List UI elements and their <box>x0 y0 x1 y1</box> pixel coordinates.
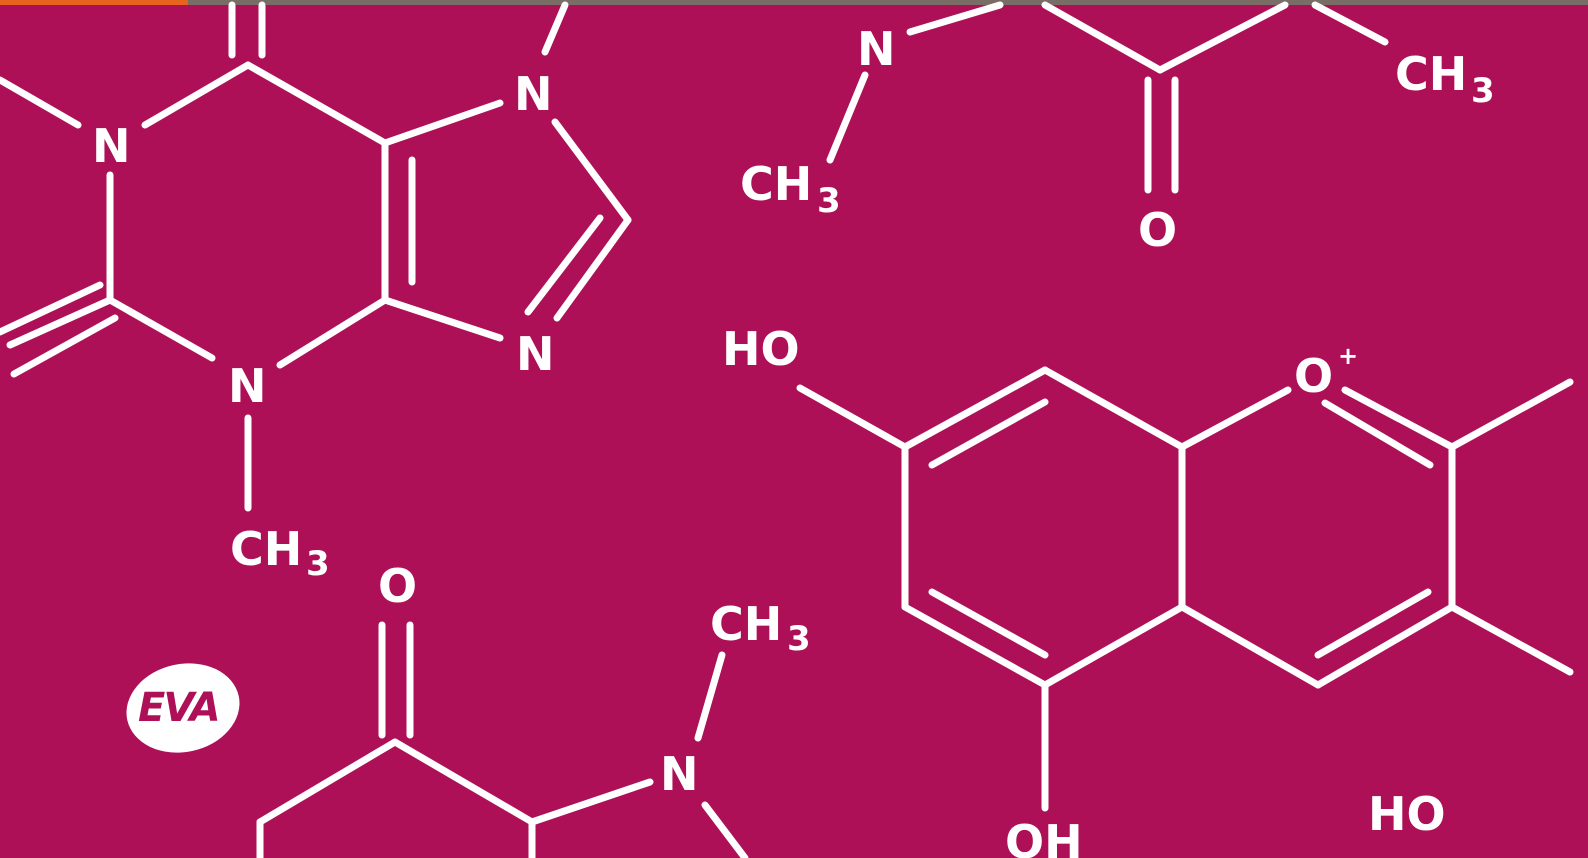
atom-n: N <box>660 747 699 801</box>
atom-ho: HO <box>722 322 800 376</box>
atom-ch: CH <box>740 157 812 211</box>
logo-text: EVA <box>138 685 221 731</box>
atom-subscript: 3 <box>817 181 841 221</box>
atom-ho: HO <box>1368 787 1446 841</box>
atom-n: N <box>857 22 896 76</box>
atom-n: N <box>228 359 267 413</box>
amide-fragment-bottom: O N CH 3 <box>256 559 811 858</box>
atom-ch: CH <box>1395 47 1467 101</box>
top-image-strip <box>0 0 1588 5</box>
eva-logo: EVA <box>118 653 248 763</box>
atom-n: N <box>516 327 555 381</box>
atom-ch: CH <box>230 522 302 576</box>
atom-subscript: 3 <box>1471 71 1495 111</box>
caffeine-molecule: N N N N CH 3 <box>0 1 632 584</box>
atom-subscript: 3 <box>787 619 811 659</box>
atom-subscript: 3 <box>306 544 330 584</box>
flavylium-molecule: HO O + OH HO <box>722 322 1574 858</box>
atom-o: O <box>378 559 417 613</box>
atom-n: N <box>514 67 553 121</box>
atom-oh: OH <box>1005 815 1083 858</box>
atom-o: O <box>1294 349 1333 403</box>
atom-n: N <box>92 119 131 173</box>
atom-ch: CH <box>710 597 782 651</box>
atom-o: O <box>1138 203 1177 257</box>
orange-accent-bar <box>0 0 188 5</box>
amide-fragment-top: N CH 3 O CH 3 <box>740 1 1495 257</box>
atom-charge: + <box>1338 342 1358 370</box>
